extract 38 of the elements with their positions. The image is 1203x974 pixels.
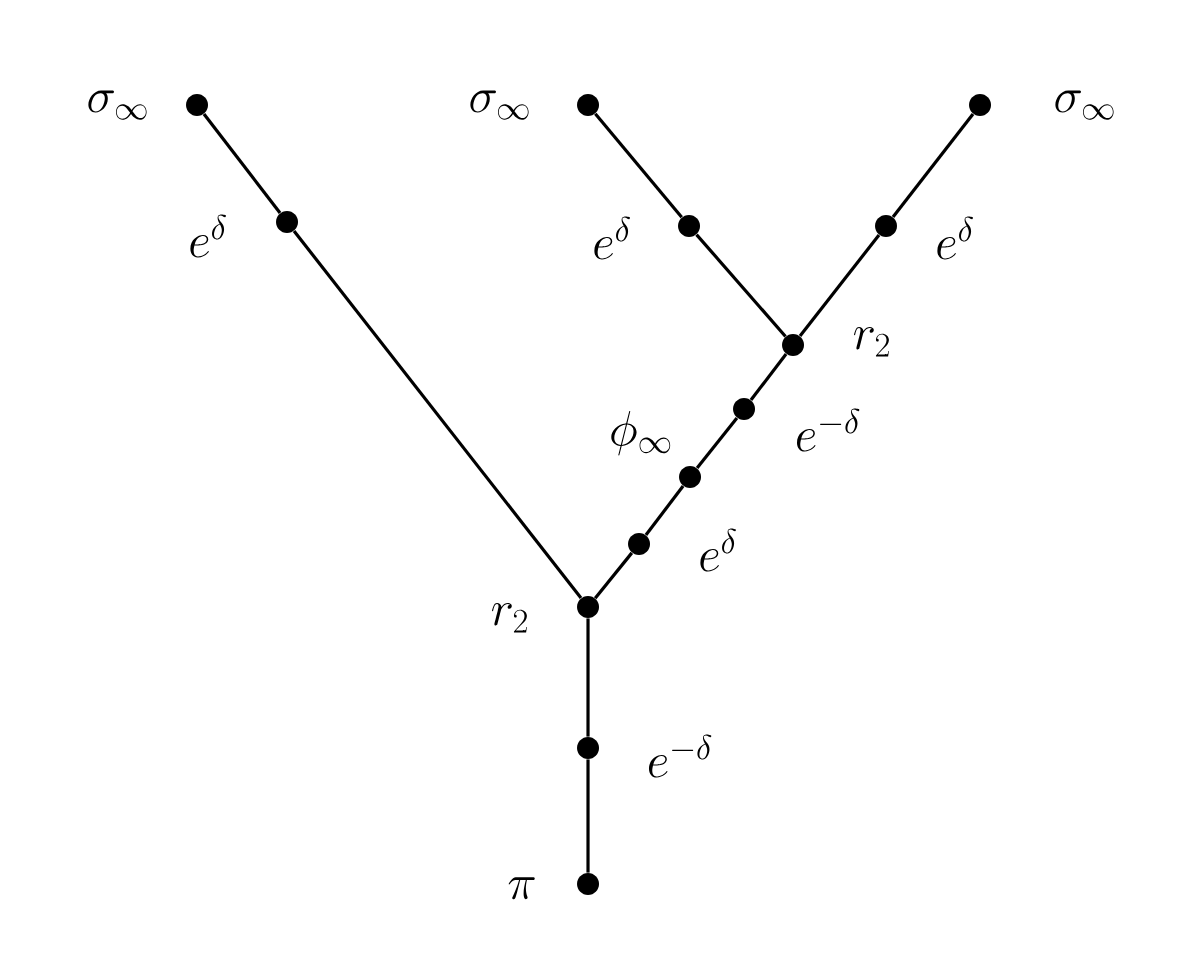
line	[586, 759, 590, 873]
line	[891, 113, 975, 218]
node-label: $e^{-\delta}$	[797, 408, 860, 452]
node-label: $e^\delta$	[594, 216, 630, 260]
dot	[577, 873, 599, 895]
node-label: $r_2$	[492, 603, 527, 633]
dot	[679, 466, 701, 488]
line	[594, 112, 683, 219]
line	[593, 551, 634, 600]
node-label: $e^\delta$	[937, 216, 973, 260]
node-label: $e^\delta$	[700, 528, 736, 572]
line	[644, 485, 685, 536]
node-label: $e^{-\delta}$	[649, 734, 712, 778]
node-label: $e^\delta$	[190, 214, 226, 258]
node-label: $\sigma_\infty$	[88, 90, 147, 120]
node-label: $\pi$	[508, 877, 535, 900]
dot	[577, 737, 599, 759]
dot	[628, 533, 650, 555]
dot	[577, 596, 599, 618]
line	[292, 230, 583, 599]
dot	[875, 215, 897, 237]
dot	[186, 94, 208, 116]
node-label: $\sigma_\infty$	[470, 90, 529, 120]
node-label: $\phi_\infty$	[611, 411, 671, 456]
dot	[969, 94, 991, 116]
line	[586, 618, 590, 737]
dot	[733, 398, 755, 420]
node-label: $r_2$	[854, 327, 889, 357]
dot	[678, 215, 700, 237]
line	[202, 113, 282, 214]
line	[695, 233, 787, 338]
line	[749, 353, 788, 401]
line	[798, 234, 881, 337]
dot	[782, 334, 804, 356]
dot	[276, 211, 298, 233]
dot	[577, 94, 599, 116]
node-label: $\sigma_\infty$	[1055, 90, 1114, 120]
line	[695, 416, 739, 470]
